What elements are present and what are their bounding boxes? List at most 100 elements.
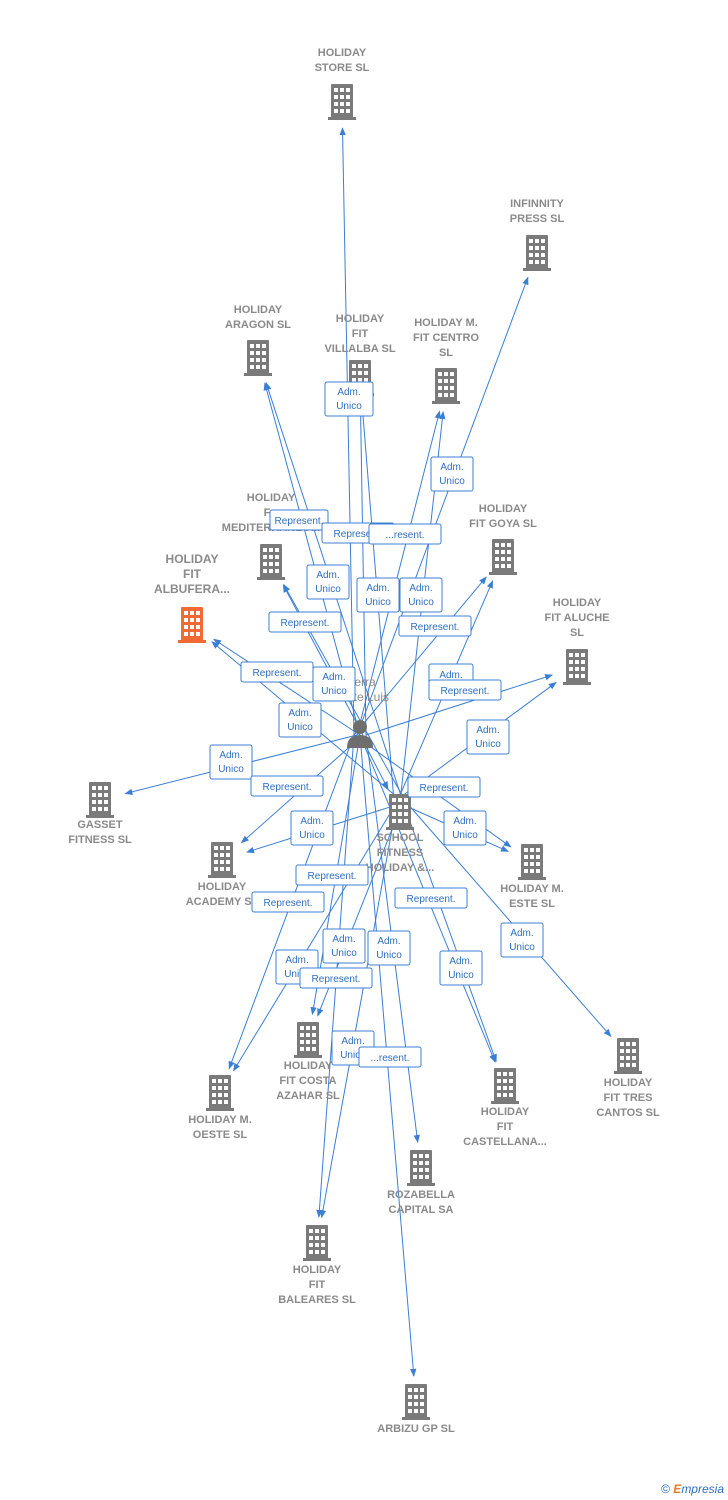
edge-label[interactable]: Adm.Unico	[466, 719, 510, 755]
edge-label[interactable]: Adm.Unico	[367, 930, 411, 966]
company-node-este[interactable]: HOLIDAY M.ESTE SL	[500, 844, 564, 910]
edge-label[interactable]: Adm.Unico	[312, 666, 356, 702]
node-label-line: FIT	[183, 567, 202, 581]
person-icon	[347, 720, 373, 748]
edge-label-text: Adm.Unico	[509, 928, 535, 953]
company-node-mediterraneo[interactable]: HOLIDAYF...MEDITERRANEO...	[222, 492, 320, 580]
brand-initial: E	[673, 1482, 682, 1496]
edge-label-text: Adm.Unico	[321, 672, 347, 697]
edge-label[interactable]: Represent.	[295, 864, 369, 886]
edge-label-text: Adm.Unico	[475, 725, 501, 750]
edge-label-box	[439, 950, 483, 986]
edge-label[interactable]: Adm.Unico	[399, 577, 443, 613]
edge-label-text: Adm.Unico	[336, 387, 362, 412]
edge-label[interactable]: Adm.Unico	[322, 928, 366, 964]
edge-label[interactable]: Represent.	[299, 967, 373, 989]
edge-label[interactable]: Adm.Unico	[443, 810, 487, 846]
node-label-line: ARAGON SL	[225, 319, 291, 331]
edge-label-text: Represent.	[308, 871, 357, 882]
edge-label[interactable]: Represent.	[251, 891, 325, 913]
building-icon	[402, 1384, 430, 1420]
edge-label[interactable]: ...resent.	[358, 1046, 422, 1068]
building-icon	[328, 84, 356, 120]
company-node-arbizu[interactable]: ARBIZU GP SL	[377, 1384, 455, 1435]
edge-label[interactable]: Adm.Unico	[278, 702, 322, 738]
edge-label[interactable]: Represent.	[269, 509, 329, 531]
edge-label[interactable]: Adm.Unico	[324, 381, 374, 417]
edge-label[interactable]: Adm.Unico	[290, 810, 334, 846]
edge-school-castellana	[402, 801, 497, 1063]
edge-label[interactable]: Adm.Unico	[356, 577, 400, 613]
edge-label-text: Adm.Unico	[408, 583, 434, 608]
node-label-line: HOLIDAY	[166, 552, 219, 566]
edge-label-line: Unico	[287, 722, 313, 733]
edge-label[interactable]: Represent.	[398, 615, 472, 637]
node-label-line: FIT CENTRO	[413, 332, 479, 344]
node-label-line: FIT COSTA	[279, 1075, 336, 1087]
edge-label[interactable]: Represent.	[394, 887, 468, 909]
edge-label-line: Adm.	[300, 816, 323, 827]
edge-labels-layer: Adm.UnicoAdm.UnicoRepresent.Represent...…	[209, 381, 544, 1068]
edge-label[interactable]: Adm.Unico	[500, 922, 544, 958]
edge-label[interactable]: Represent.	[428, 679, 502, 701]
node-label-line: FITNESS SL	[68, 834, 132, 846]
edge-label-box	[324, 381, 374, 417]
node-label: ARBIZU GP SL	[377, 1423, 455, 1435]
edge-label[interactable]: ...resent.	[368, 523, 442, 545]
building-icon	[303, 1225, 331, 1261]
edge-label-line: ...resent.	[371, 1053, 410, 1064]
edge-person-goya	[353, 576, 487, 736]
node-label-line: HOLIDAY	[479, 503, 528, 515]
edge-label-line: Adm.	[332, 934, 355, 945]
node-label-line: CANTOS SL	[596, 1107, 660, 1119]
edge-label[interactable]: Adm.Unico	[430, 456, 474, 492]
node-label: HOLIDAY M.ESTE SL	[500, 883, 564, 910]
company-node-oeste[interactable]: HOLIDAY M.OESTE SL	[188, 1075, 252, 1141]
edge-label-box	[466, 719, 510, 755]
node-label-line: HOLIDAY	[234, 304, 283, 316]
edge-label-line: Adm.	[316, 570, 339, 581]
edge-label[interactable]: Represent.	[240, 661, 314, 683]
edge-label-line: Unico	[452, 830, 478, 841]
edge-label-line: Unico	[439, 476, 465, 487]
edge-label[interactable]: Represent.	[268, 611, 342, 633]
node-label-line: FITNESS	[377, 847, 423, 859]
footer-brand[interactable]: © Empresia	[661, 1482, 724, 1496]
company-node-aragon[interactable]: HOLIDAY ARAGON SL	[225, 304, 291, 376]
edge-label[interactable]: Represent.	[250, 775, 324, 797]
edge-label[interactable]: Adm.Unico	[209, 744, 253, 780]
edge-label[interactable]: Adm.Unico	[306, 564, 350, 600]
node-label-line: ALBUFERA...	[154, 582, 230, 596]
edge-label-line: Represent.	[312, 974, 361, 985]
node-label-line: HOLIDAY	[293, 1264, 342, 1276]
edge-label-box	[443, 810, 487, 846]
node-label-line: SL	[570, 627, 584, 639]
edge-person-aluche	[365, 674, 554, 736]
edge-label[interactable]: Adm.Unico	[439, 950, 483, 986]
edge-label-text: Adm.Unico	[287, 708, 313, 733]
edge-label[interactable]: Represent.	[407, 776, 481, 798]
